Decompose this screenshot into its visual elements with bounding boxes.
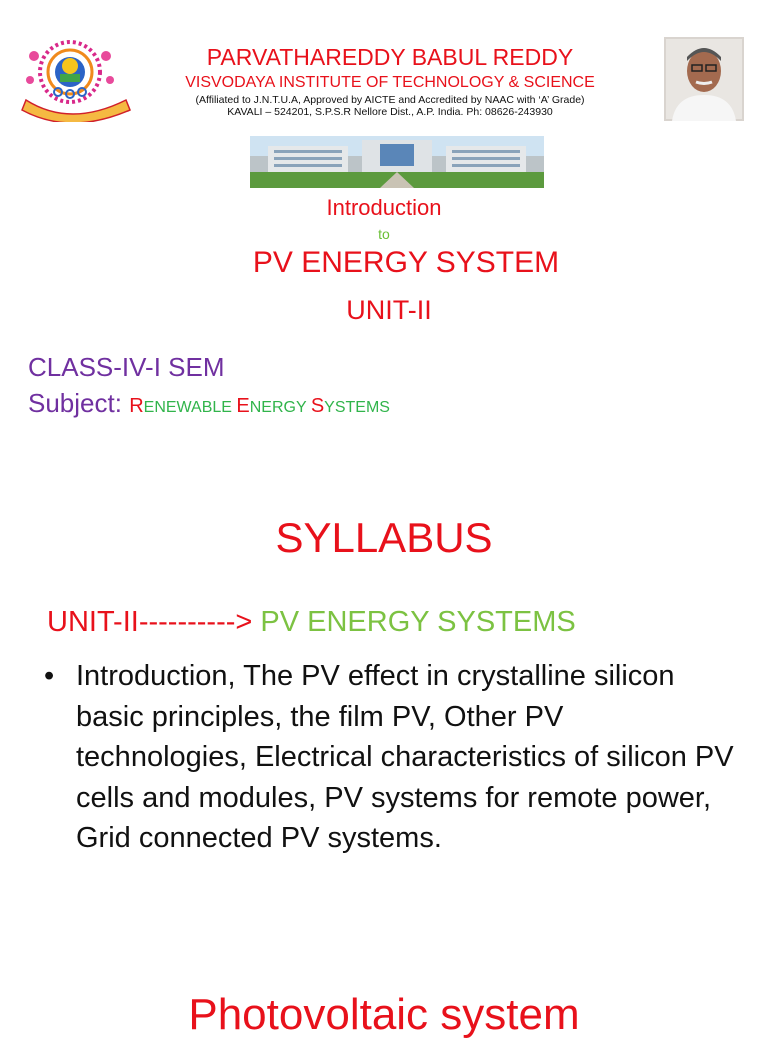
unit-title: UNIT-II [346,295,432,325]
to-connector: to [378,226,390,242]
affiliation-text: (Affiliated to J.N.T.U.A, Approved by AI… [195,94,585,106]
unit-row: UNIT-II----------> PV ENERGY SYSTEMS [47,606,576,639]
campus-building-photo-icon [250,136,544,188]
photovoltaic-heading: Photovoltaic system [188,990,580,1039]
founder-photo-icon [664,37,744,121]
subject-label: Subject: [28,388,122,418]
unit-topic: PV ENERGY SYSTEMS [260,606,576,638]
campus-photo [250,136,544,188]
founder-portrait [664,37,744,121]
subject-name: RENEWABLE ENERGY SYSTEMS [129,395,390,417]
intro-heading: Introduction [326,195,442,220]
syllabus-heading: SYLLABUS [275,514,493,561]
class-label: CLASS-IV-I SEM [28,352,225,382]
unit-label: UNIT-II----------> [47,606,253,638]
syllabus-bullet: • Introduction, The PV effect in crystal… [44,656,734,859]
institute-emblem-icon [21,40,131,124]
topic-title: PV ENERGY SYSTEM [252,246,560,279]
bullet-text: Introduction, The PV effect in crystalli… [76,660,734,854]
address-text: KAVALI – 524201, S.P.S.R Nellore Dist., … [227,106,553,118]
institution-subtitle: VISVODAYA INSTITUTE OF TECHNOLOGY & SCIE… [185,74,595,91]
subject-line: Subject: RENEWABLE ENERGY SYSTEMS [28,388,390,419]
institute-logo [20,36,136,124]
institution-name: PARVATHAREDDY BABUL REDDY [206,44,574,70]
bullet-icon: • [44,660,55,692]
